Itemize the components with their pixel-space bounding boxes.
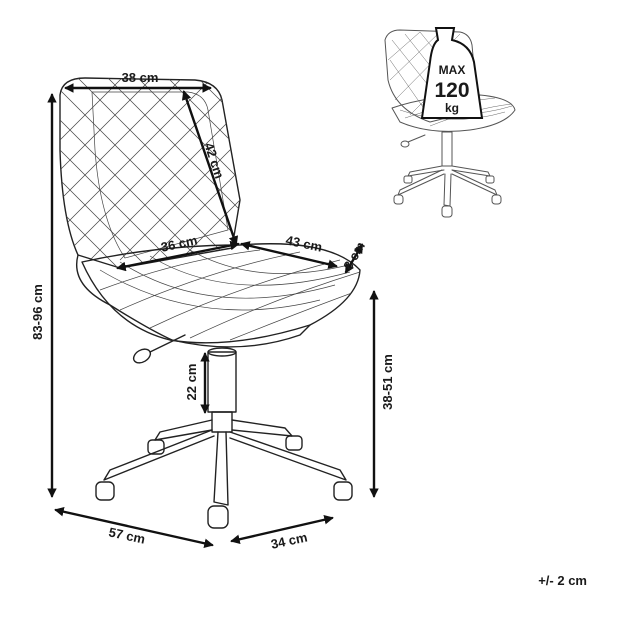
casters [95, 435, 353, 529]
badge-unit: kg [445, 101, 459, 115]
dimension-arrows [47, 83, 379, 549]
seat [81, 243, 361, 344]
label-total-height: 83-96 cm [30, 284, 45, 340]
star-base [103, 419, 347, 506]
badge-value: 120 [434, 79, 469, 102]
back-quilting [60, 78, 240, 268]
gas-cylinder [207, 351, 237, 413]
label-back-width: 38 cm [122, 70, 159, 85]
label-seat-depth: 36 cm [159, 232, 198, 254]
max-load-badge: MAX 120 kg [420, 27, 484, 119]
label-seat-thickness: 8 cm [340, 239, 368, 272]
label-seat-height: 38-51 cm [380, 354, 395, 410]
chair-drawing [59, 77, 361, 529]
label-base-width: 57 cm [107, 524, 146, 546]
label-base-depth: 34 cm [269, 529, 308, 551]
label-seat-width: 43 cm [284, 232, 323, 254]
weight-icon [420, 27, 484, 119]
tolerance-note: +/- 2 cm [538, 573, 587, 588]
label-gas-lift: 22 cm [184, 364, 199, 401]
dimension-labels: 38 cm 42 cm 36 cm 43 cm 8 cm 83-96 cm 38… [30, 70, 395, 552]
badge-max: MAX [439, 63, 466, 77]
